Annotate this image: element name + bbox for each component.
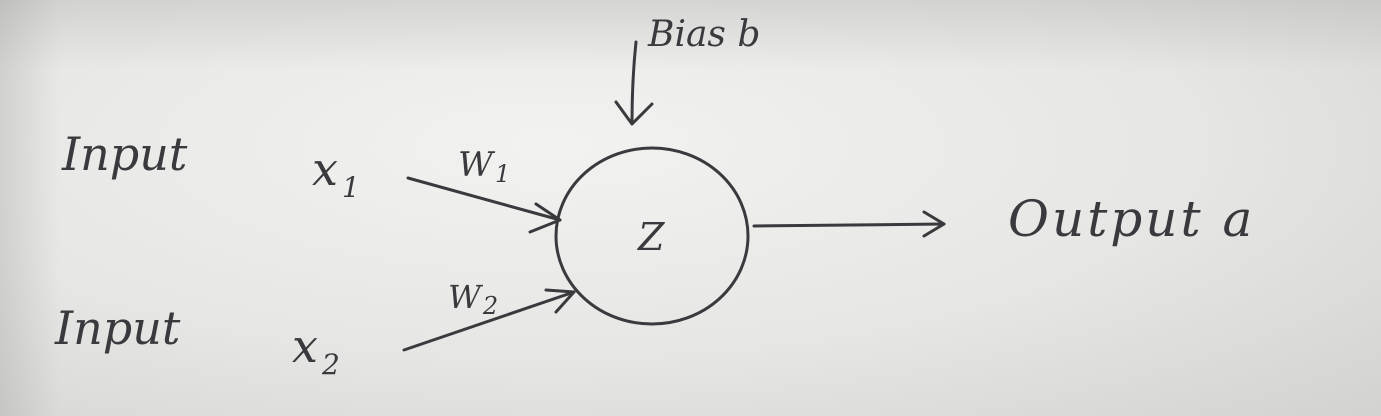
weight-1-label: W1 <box>458 145 510 188</box>
output-arrow-shaft <box>752 222 946 228</box>
neuron-circle <box>554 146 750 326</box>
weight-2-label: W2 <box>448 278 498 320</box>
input-2-label: Input <box>54 301 181 355</box>
input-2-arrow-head <box>544 288 576 314</box>
input-1-arrow-shaft <box>406 176 562 222</box>
input-2-arrow-shaft <box>402 290 576 352</box>
output-arrow-head <box>922 210 946 238</box>
paper-shadow-top <box>0 0 1381 70</box>
output-label: Output a <box>1008 190 1255 248</box>
neuron-label: Z <box>637 215 665 259</box>
bias-arrow-head <box>614 100 654 126</box>
bias-label: Bias b <box>647 14 760 55</box>
bias-arrow-shaft <box>630 40 638 124</box>
paper-shadow-left <box>0 0 60 416</box>
input-1-arrow-head <box>528 202 562 234</box>
input-1-label: Input <box>61 127 188 181</box>
